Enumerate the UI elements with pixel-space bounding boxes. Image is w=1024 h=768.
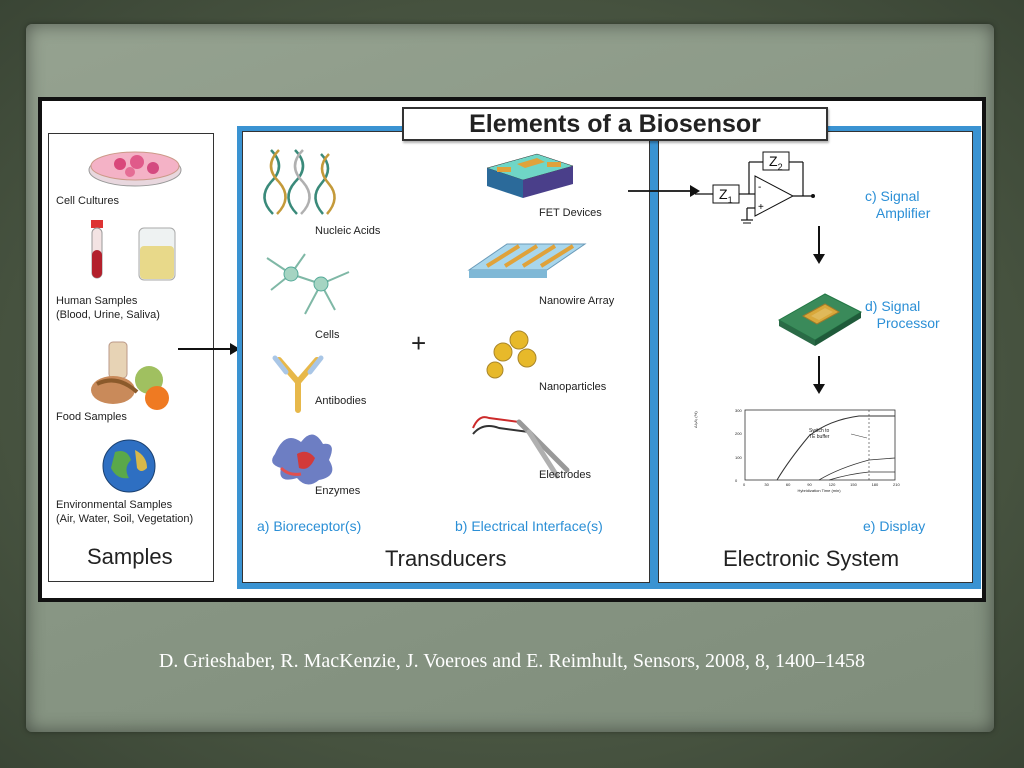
display-caption: e) Display [863,518,926,534]
dna-helix-icon [263,149,336,215]
processor-chip-icon [777,293,863,346]
nucleic-acids-label: Nucleic Acids [315,225,381,237]
transducer-electronic-frame: Nucleic Acids Cells Antibodies [237,126,981,589]
amplifier-circuit: - + [695,151,815,224]
electrodes-icon [472,416,570,479]
electrical-interface-caption: b) Electrical Interface(s) [455,518,603,534]
signal-processor-caption: d) Signal Processor [865,298,940,331]
antibody-icon [272,355,324,413]
plot-x-axis-label: Hybridization Time (min) [797,488,841,493]
cells-icon [266,253,350,315]
fet-device-icon [486,153,574,198]
plot-y-tick: 100 [735,454,742,460]
cells-label: Cells [315,329,340,341]
antibodies-label: Antibodies [315,395,367,407]
transducers-to-electronic-arrow [628,185,700,197]
z1-label: Z1 [719,186,733,205]
z2-label: Z2 [769,153,783,172]
electronic-system-panel: - + Z1 Z2 c) Signal Amplifier [658,131,973,583]
figure-canvas: Cell Cultures Human Samples (Blood, Urin… [42,101,982,598]
plot-note: Switch to TE buffer [809,428,830,440]
transducers-panel: Nucleic Acids Cells Antibodies [242,131,650,583]
samples-panel: Cell Cultures Human Samples (Blood, Urin… [48,133,214,582]
plot-x-tick: 120 [828,482,836,487]
food-icon [91,341,169,410]
figure-title: Elements of a Biosensor [402,107,828,141]
electrodes-label: Electrodes [539,469,591,481]
signal-amplifier-caption: c) Signal Amplifier [865,188,931,221]
globe-icon [102,439,156,493]
transducers-heading: Transducers [385,546,507,571]
plot-y-tick: 300 [735,408,742,413]
cell-cultures-label: Cell Cultures [56,195,119,207]
bioreceptor-caption: a) Bioreceptor(s) [257,518,362,534]
plot-x-tick: 180 [871,482,879,487]
svg-text:+: + [758,202,764,213]
electronic-system-heading: Electronic System [723,546,900,571]
human-samples-label: Human Samples (Blood, Urine, Saliva) [56,295,160,321]
environmental-samples-label: Environmental Samples (Air, Water, Soil,… [56,499,194,525]
plot-y-tick: 0 [735,478,738,483]
plot-y-axis-label: ΔI₀/I₀ (%) [693,411,698,428]
svg-text:-: - [758,182,761,193]
plot-x-tick: 0 [743,482,746,487]
display-plot [744,409,896,481]
plus-sign: + [411,328,427,358]
enzyme-icon [272,434,333,485]
plot-y-tick: 200 [735,431,742,437]
plot-x-tick: 90 [807,482,812,487]
biosensor-figure: Cell Cultures Human Samples (Blood, Urin… [38,97,986,602]
nanowire-array-label: Nanowire Array [539,295,615,307]
citation-text: D. Grieshaber, R. MacKenzie, J. Voeroes … [158,650,866,672]
petri-dish-icon [88,151,182,187]
food-samples-label: Food Samples [56,411,127,423]
plot-x-tick: 30 [764,482,769,487]
plot-x-tick: 150 [850,482,857,487]
plot-x-tick: 210 [893,482,900,487]
down-arrow-1 [813,226,825,264]
nanowire-array-icon [467,243,587,278]
enzymes-label: Enzymes [315,485,361,497]
down-arrow-2 [813,356,825,394]
fet-devices-label: FET Devices [539,207,602,219]
blood-tube-icon [91,220,103,279]
plot-x-tick: 60 [785,482,791,487]
samples-to-transducers-arrow [178,343,240,355]
nanoparticles-label: Nanoparticles [539,381,607,393]
nanoparticles-icon [486,330,537,379]
samples-heading: Samples [87,544,173,569]
urine-beaker-icon [138,227,176,281]
